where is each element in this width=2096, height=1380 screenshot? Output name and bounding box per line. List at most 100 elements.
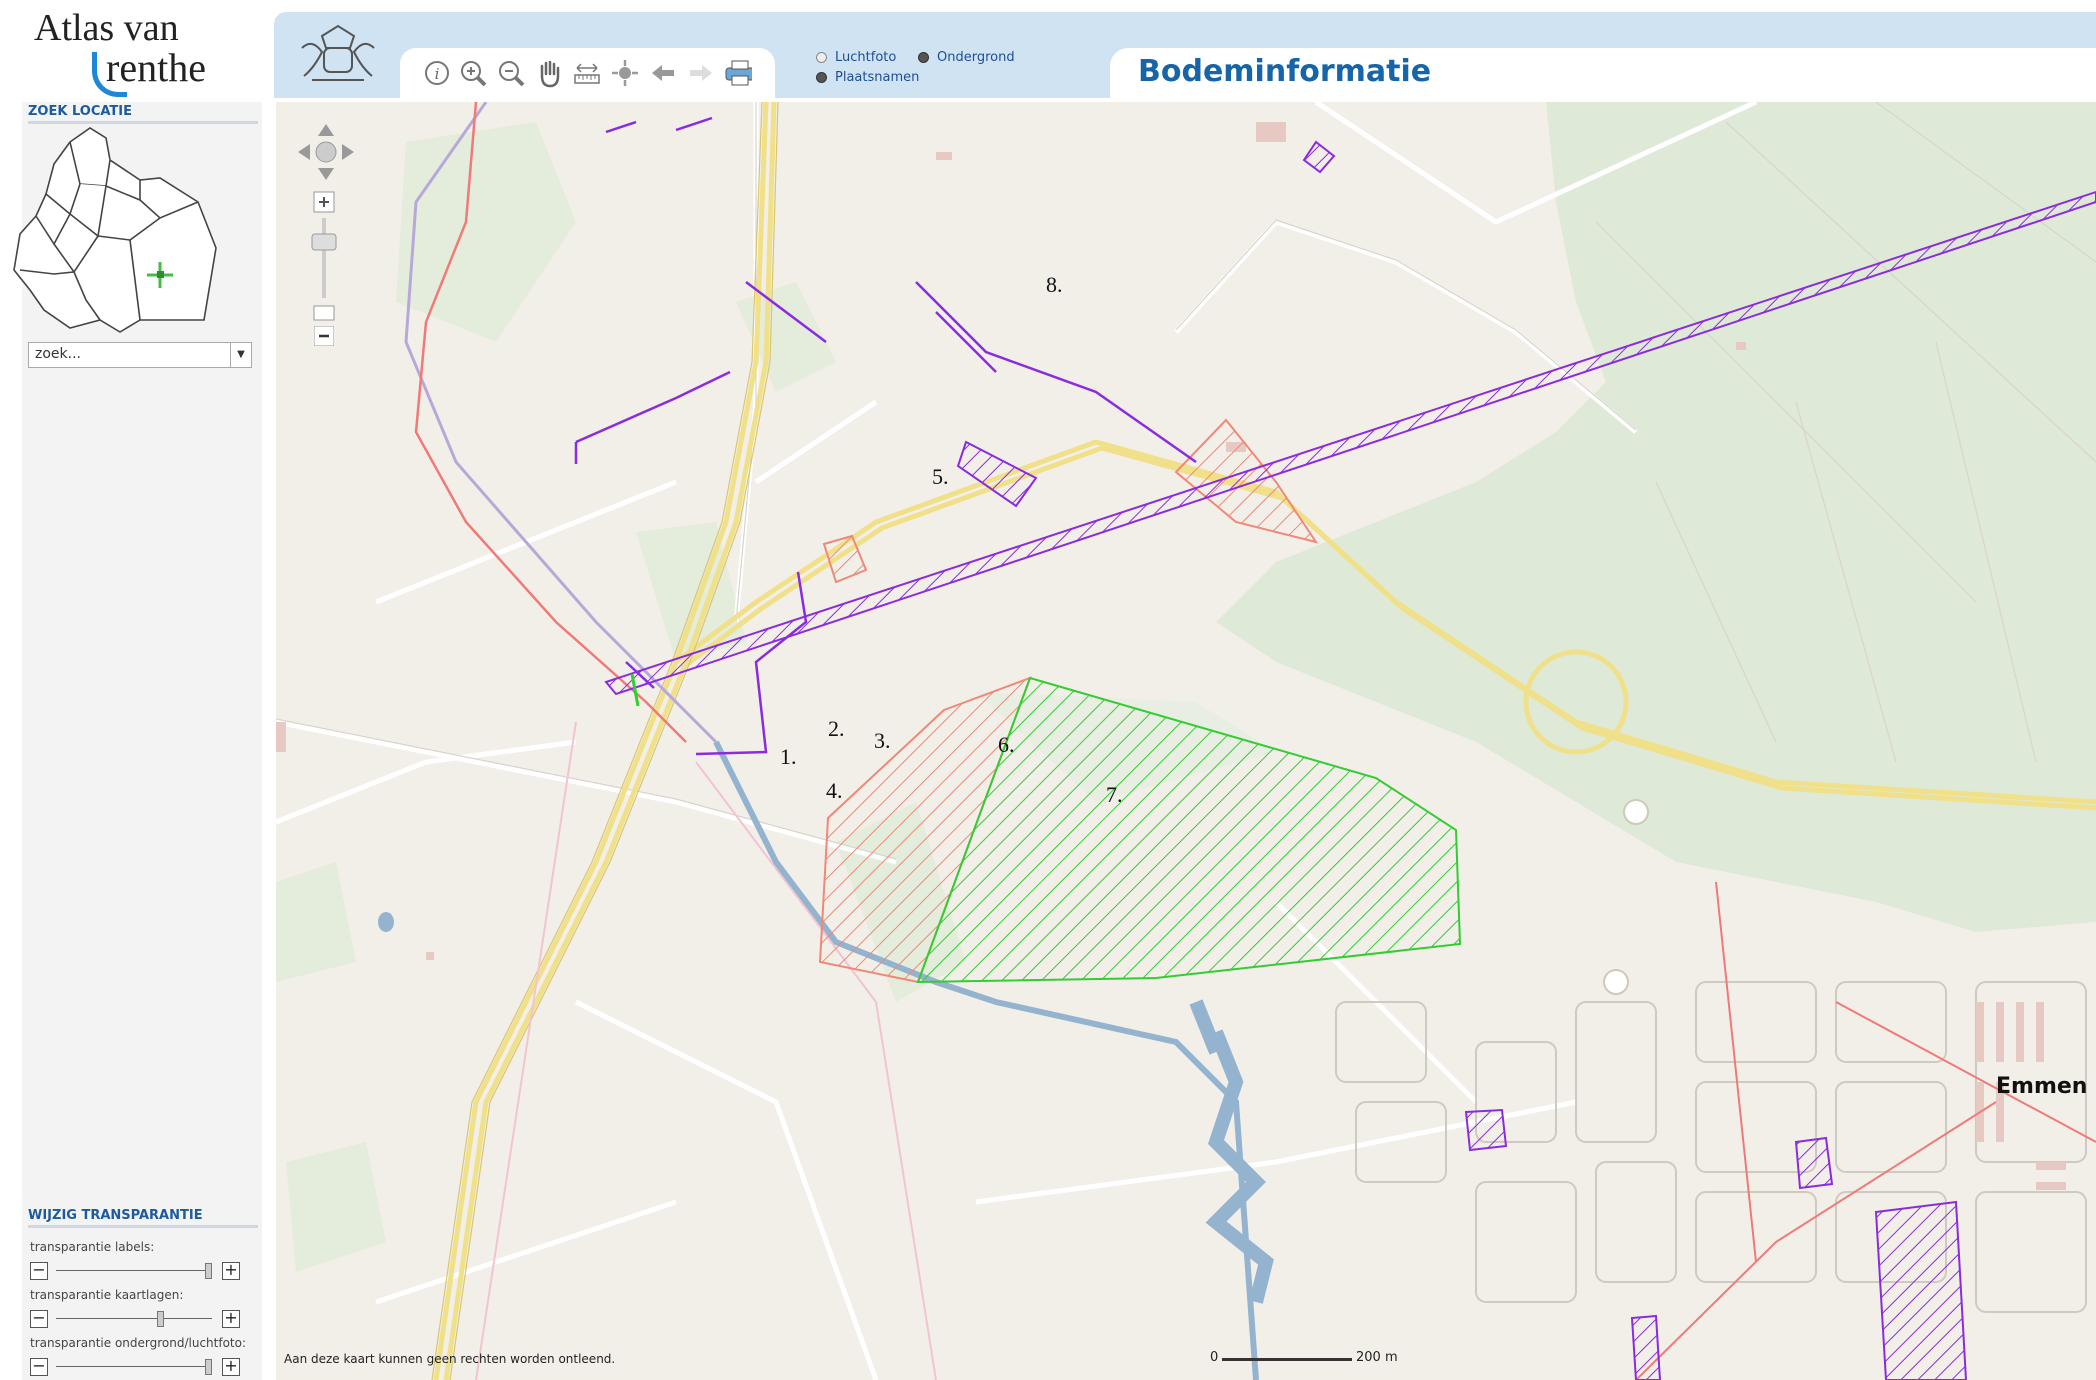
area-green[interactable]	[916, 676, 1462, 984]
zoom-slider-knob	[311, 233, 337, 251]
green-area	[276, 862, 356, 982]
roundabout	[1603, 969, 1629, 995]
slider-ondergrond[interactable]: − +	[30, 1356, 240, 1378]
page-title: Bodeminformatie	[1138, 54, 1432, 89]
scale-bar: 0 200 m	[1210, 1350, 1430, 1370]
city-blocks	[1335, 981, 2087, 1313]
map-label-2: 2.	[828, 716, 845, 741]
atlas-logo[interactable]: Atlas van renthe	[0, 0, 270, 100]
info-icon[interactable]: i	[422, 58, 452, 88]
forward-icon[interactable]	[686, 58, 716, 88]
zoom-in-icon[interactable]	[458, 58, 488, 88]
slider-labels[interactable]: − +	[30, 1260, 240, 1282]
slider-knob[interactable]	[205, 1359, 212, 1375]
map-toolbar: i	[400, 48, 775, 98]
radio-ondergrond[interactable]	[918, 52, 929, 63]
green-area	[396, 122, 576, 342]
pink-line	[695, 761, 937, 1380]
measure-icon[interactable]	[572, 58, 602, 88]
map-canvas[interactable]: 1. 2. 3. 4. 5. 6. 7. 8. Emmen Aan deze k…	[276, 102, 2096, 1380]
layer-option-ondergrond[interactable]: Ondergrond	[918, 50, 1015, 65]
layer-label-luchtfoto: Luchtfoto	[835, 50, 897, 65]
slider-knob[interactable]	[157, 1311, 165, 1327]
pink-line	[475, 721, 577, 1380]
green-area	[736, 282, 836, 392]
overview-map[interactable]	[10, 124, 220, 334]
title-tab: Bodeminformatie	[1110, 48, 2096, 98]
purple-lines	[574, 116, 1197, 756]
minus-icon[interactable]: −	[30, 1262, 48, 1280]
plus-icon[interactable]: +	[222, 1310, 240, 1328]
logo-line1: Atlas van	[34, 7, 179, 49]
layer-option-plaatsnamen[interactable]: Plaatsnamen	[816, 70, 919, 85]
water-body	[1189, 999, 1223, 1055]
green-marker	[630, 673, 640, 707]
checkbox-plaatsnamen[interactable]	[816, 72, 827, 83]
water-body	[1205, 1029, 1274, 1304]
pond	[378, 912, 394, 932]
minus-icon[interactable]: −	[30, 1358, 48, 1376]
area-7-red[interactable]	[818, 676, 1032, 984]
map-label-4: 4.	[826, 778, 843, 803]
pan-hand-icon[interactable]	[534, 58, 564, 88]
map-label-8: 8.	[1046, 272, 1063, 297]
search-placeholder: zoek...	[35, 346, 81, 362]
slider-track[interactable]	[56, 1318, 212, 1319]
purple-strip[interactable]	[604, 190, 2096, 696]
map-layers	[276, 102, 2096, 1380]
chevron-down-icon[interactable]: ▼	[230, 343, 251, 367]
map-label-6: 6.	[998, 732, 1015, 757]
area-purple[interactable]	[956, 440, 1038, 508]
back-icon[interactable]	[648, 58, 678, 88]
zoek-locatie-heading: ZOEK LOCATIE	[28, 104, 258, 124]
logo-line2: renthe	[106, 45, 206, 90]
slider-label-ondergrond: transparantie ondergrond/luchtfoto:	[30, 1336, 247, 1350]
slider-kaartlagen[interactable]: − +	[30, 1308, 240, 1330]
center-icon[interactable]	[610, 58, 640, 88]
transparency-heading: WIJZIG TRANSPARANTIE	[28, 1208, 258, 1228]
radio-luchtfoto[interactable]	[816, 52, 827, 63]
pan-control[interactable]	[296, 122, 356, 322]
roundabout	[1623, 799, 1649, 825]
slider-knob[interactable]	[205, 1263, 212, 1279]
slider-label-labels: transparantie labels:	[30, 1240, 155, 1254]
slider-track[interactable]	[56, 1270, 212, 1271]
zoom-out-icon[interactable]	[314, 326, 334, 346]
green-area	[286, 1142, 386, 1272]
province-crest-icon	[292, 18, 384, 88]
plus-icon[interactable]: +	[222, 1358, 240, 1376]
print-icon[interactable]	[722, 58, 752, 88]
search-input[interactable]: zoek... ▼	[28, 342, 252, 368]
plus-icon[interactable]: +	[222, 1262, 240, 1280]
map-label-3: 3.	[874, 728, 891, 753]
sidebar: ZOEK LOCATIE zoek... ▼ WIJZIG TRANSPARAN…	[13, 102, 262, 1380]
area-purple[interactable]	[1630, 1314, 1662, 1380]
red-line	[1635, 1101, 1997, 1380]
scale-bar-line	[1222, 1358, 1352, 1361]
interchange	[1523, 649, 1629, 755]
layer-option-luchtfoto[interactable]: Luchtfoto	[816, 50, 896, 65]
forest-area	[1216, 102, 2096, 932]
map-label-7: 7.	[1106, 782, 1123, 807]
map-label-5: 5.	[932, 464, 949, 489]
zoom-out-icon[interactable]	[496, 58, 526, 88]
minus-icon[interactable]: −	[30, 1310, 48, 1328]
area-purple[interactable]	[1464, 1108, 1508, 1152]
area-2-red[interactable]	[822, 534, 868, 584]
red-line	[1715, 881, 1757, 1263]
scale-start: 0	[1210, 1350, 1219, 1365]
green-area	[636, 522, 746, 662]
area-purple[interactable]	[1794, 1136, 1834, 1190]
map-disclaimer: Aan deze kaart kunnen geen rechten worde…	[284, 1352, 616, 1366]
svg-text:i: i	[435, 65, 440, 83]
layer-label-plaatsnamen: Plaatsnamen	[835, 70, 920, 85]
slider-track[interactable]	[56, 1366, 212, 1367]
railway	[404, 102, 718, 744]
slider-label-kaartlagen: transparantie kaartlagen:	[30, 1288, 184, 1302]
scale-end: 200 m	[1356, 1350, 1398, 1365]
area-purple[interactable]	[1874, 1200, 1968, 1380]
city-label-emmen: Emmen	[1996, 1074, 2088, 1099]
area-purple[interactable]	[1302, 140, 1336, 174]
map-label-1: 1.	[780, 744, 797, 769]
layer-label-ondergrond: Ondergrond	[937, 50, 1015, 65]
